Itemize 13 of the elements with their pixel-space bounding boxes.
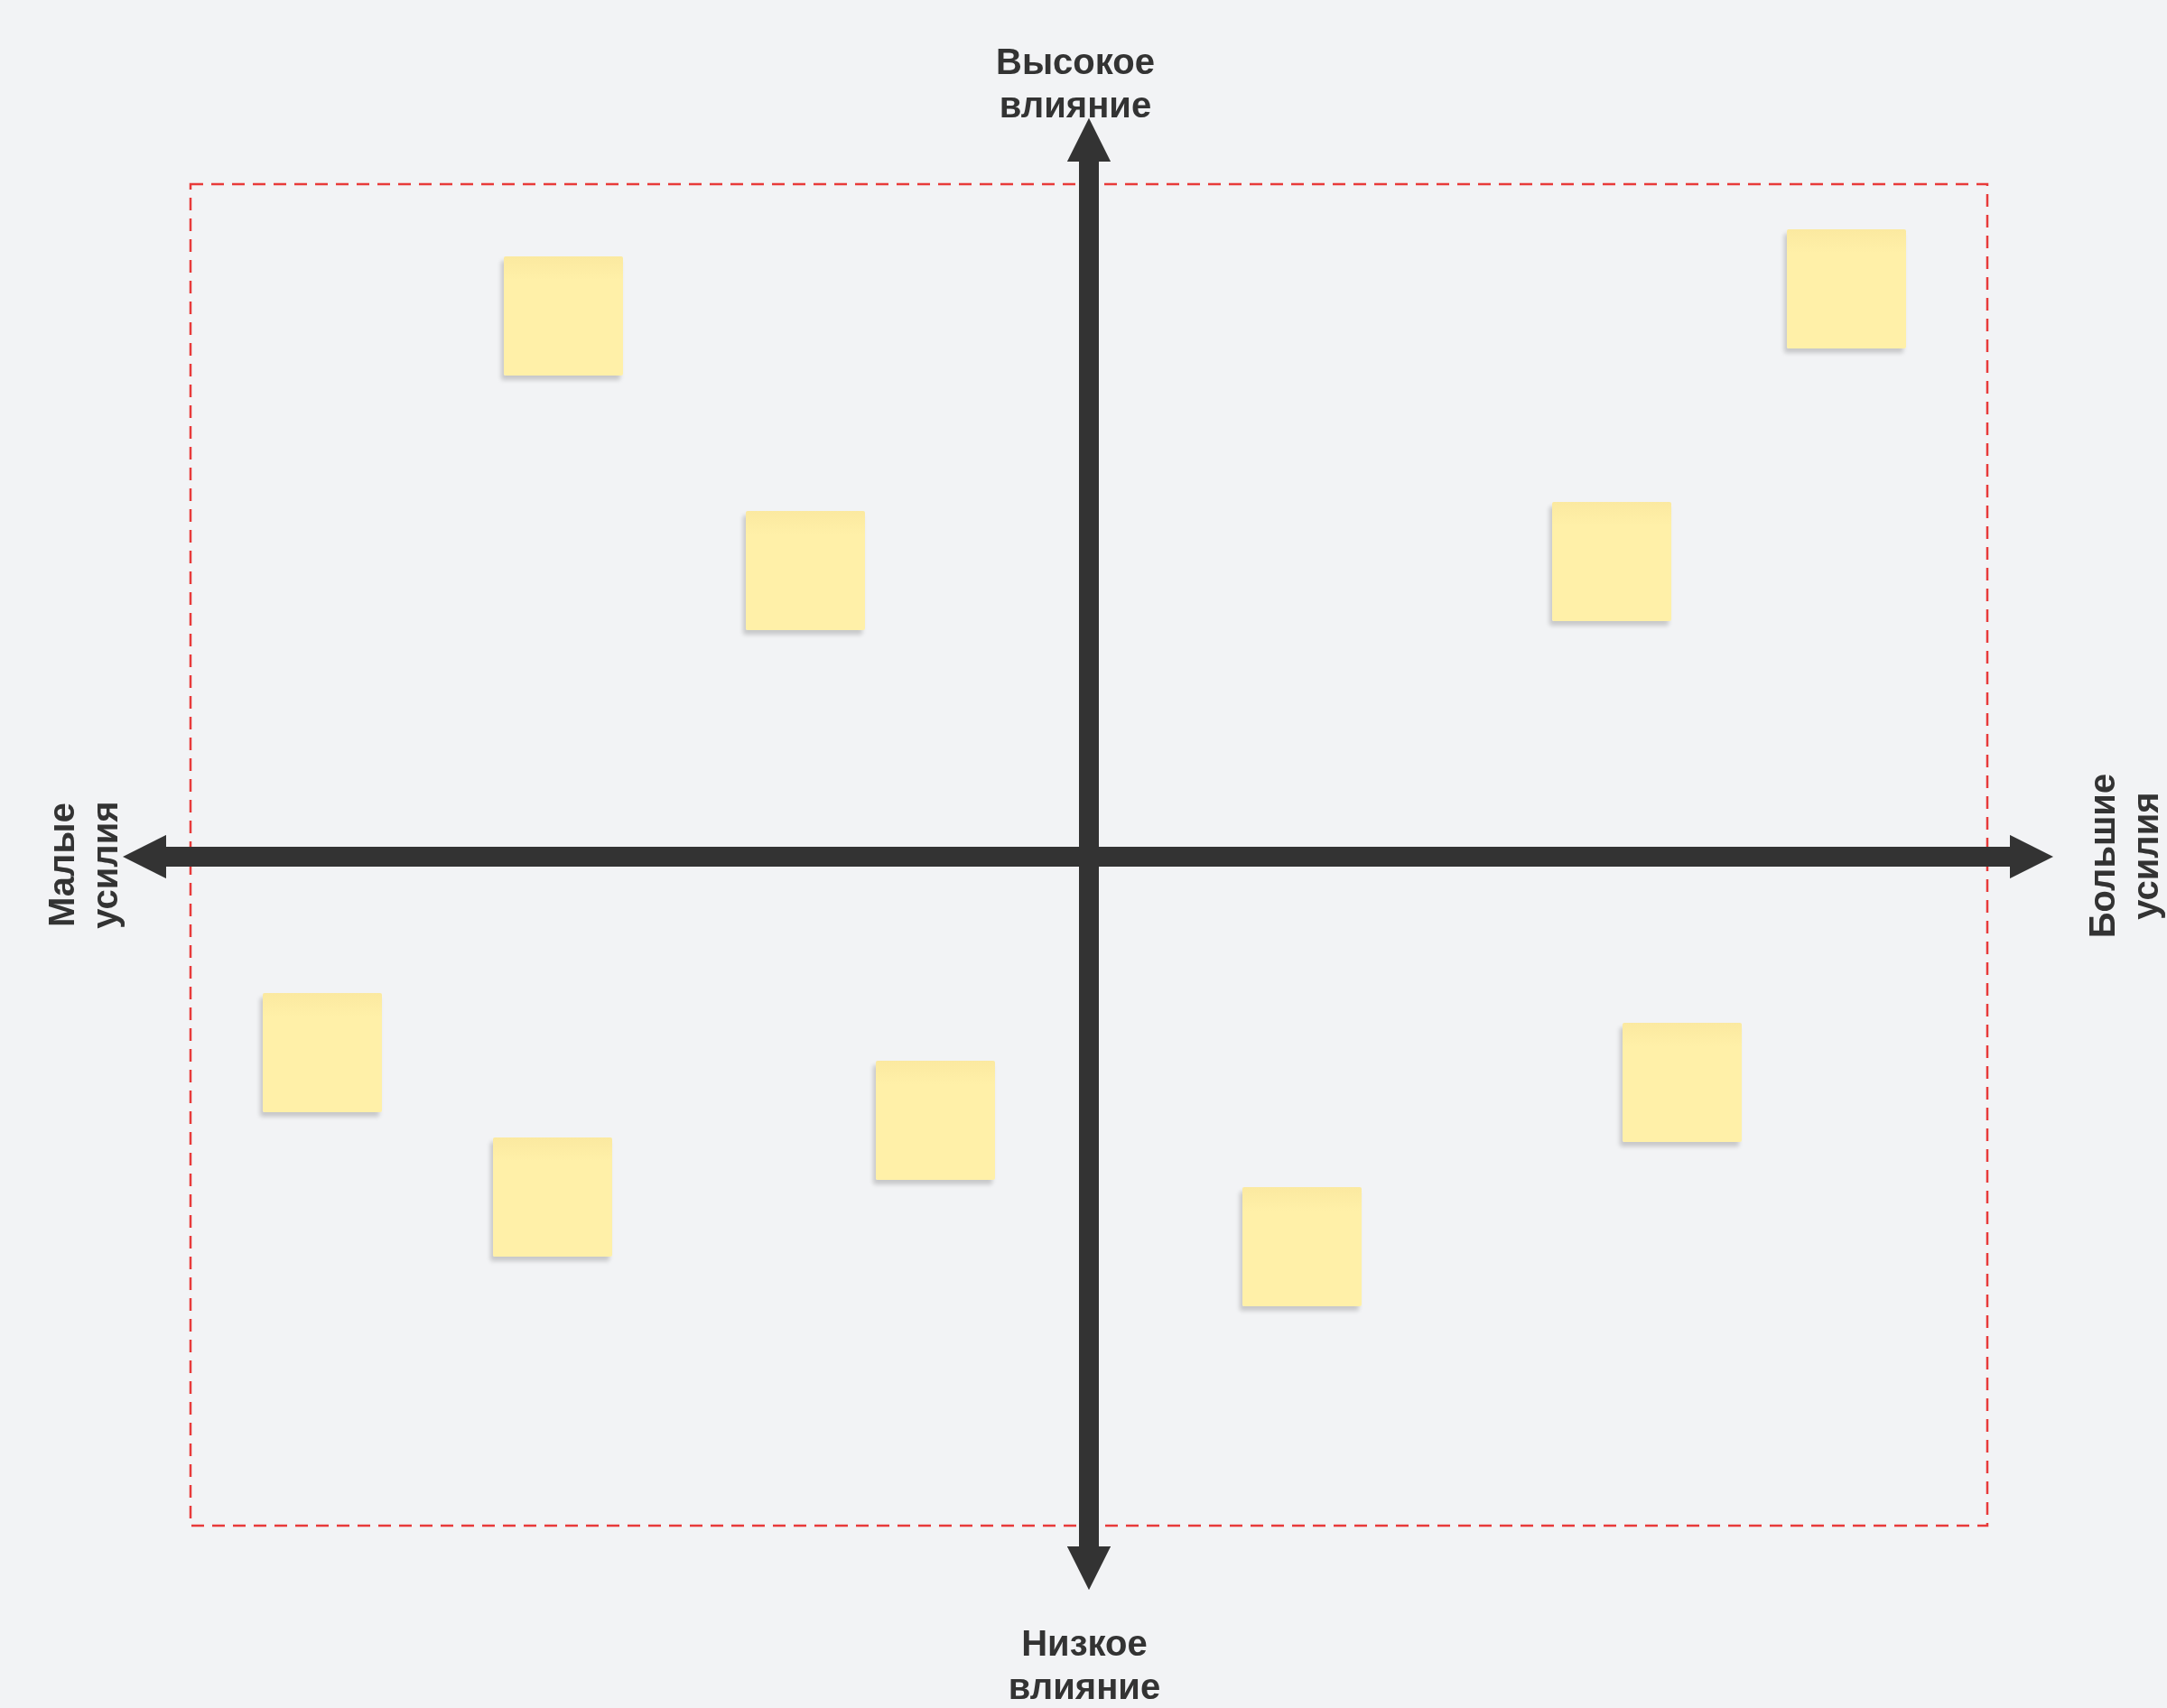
sticky-note: [493, 1137, 612, 1257]
sticky-note: [746, 511, 865, 630]
axis-label: Малые усилия: [41, 800, 126, 931]
sticky-note: [263, 993, 382, 1112]
sticky-note: [1623, 1023, 1742, 1142]
sticky-note: [504, 256, 623, 376]
sticky-note: [1242, 1187, 1362, 1306]
axis-label: Высокое влияние: [995, 41, 1156, 126]
sticky-note: [876, 1061, 995, 1180]
axis-label: Большие усилия: [2081, 772, 2166, 941]
axis-label: Низкое влияние: [1007, 1622, 1162, 1708]
sticky-note: [1552, 502, 1671, 621]
sticky-note: [1787, 229, 1906, 348]
